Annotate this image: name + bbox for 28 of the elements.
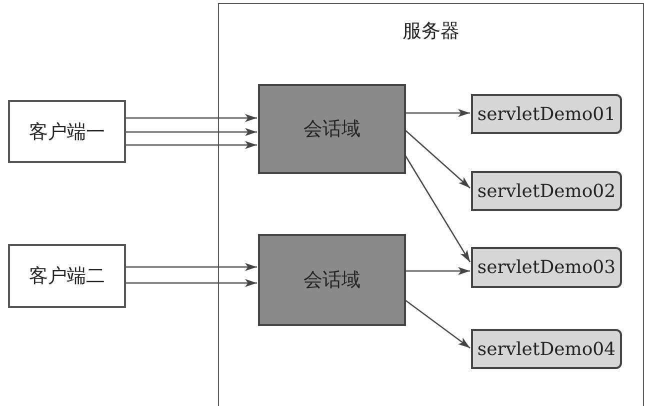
box-label: 会话域: [304, 268, 360, 293]
box-label: servletDemo03: [477, 257, 616, 278]
arrow: [405, 267, 470, 275]
arrow: [126, 279, 257, 287]
arrow: [126, 114, 257, 122]
box-label: servletDemo02: [477, 180, 616, 202]
session-box: [258, 234, 406, 326]
box-label: 客户端一: [29, 120, 105, 144]
box-label: 客户端二: [29, 264, 105, 289]
arrow: [126, 263, 257, 271]
box-heading: 服务器: [402, 19, 460, 44]
arrow: [126, 128, 257, 136]
session-box: [258, 84, 406, 174]
box-label: servletDemo04: [477, 338, 616, 360]
servlet-box: [471, 94, 622, 134]
box-label: 会话域: [304, 117, 360, 142]
client-box: [8, 100, 126, 163]
client-box: [8, 244, 126, 308]
servlet-box: [471, 247, 622, 288]
arrow: [405, 109, 470, 117]
server-box: [218, 3, 644, 406]
servlet-box: [471, 329, 622, 369]
arrow: [404, 299, 470, 349]
arrow: [126, 141, 257, 149]
arrow: [404, 130, 470, 188]
servlet-box: [471, 171, 622, 211]
box-label: servletDemo01: [477, 104, 616, 124]
arrow: [404, 154, 471, 262]
